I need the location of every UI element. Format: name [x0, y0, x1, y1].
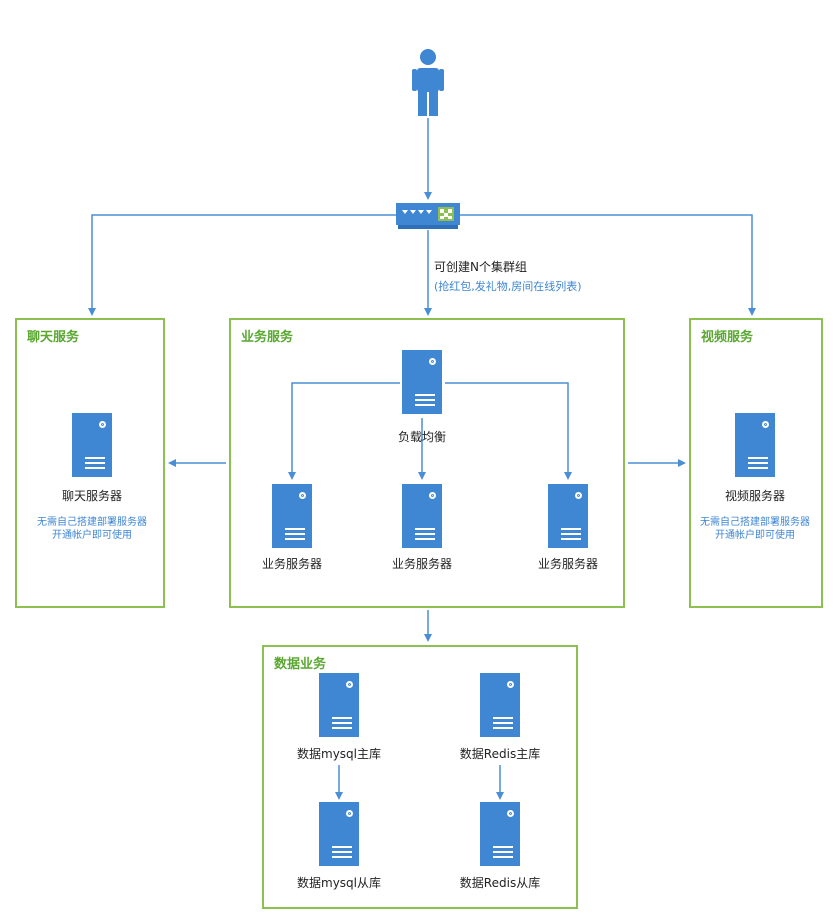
switch-to-chat-arrow: [88, 214, 396, 316]
video-server-label: 视频服务器: [724, 489, 786, 503]
chat-note-line1: 无需自己搭建部署服务器: [37, 517, 147, 528]
business-service-title: 业务服务: [241, 330, 294, 345]
video-service-group: 视频服务: [689, 318, 823, 608]
load-balancer-icon: [402, 350, 442, 414]
business-server-icon: [402, 484, 442, 548]
mysql-master-icon: [319, 673, 359, 737]
business-server-icon: [272, 484, 312, 548]
network-switch-icon: [396, 203, 460, 229]
business-server-icon: [548, 484, 588, 548]
mysql-slave-label: 数据mysql从库: [297, 876, 381, 890]
chat-service-title: 聊天服务: [27, 330, 80, 345]
lb-to-left-server-arrow: [288, 382, 400, 480]
business-server-label: 业务服务器: [391, 557, 453, 571]
mysql-master-label: 数据mysql主库: [297, 747, 381, 761]
redis-slave-label: 数据Redis从库: [459, 876, 541, 890]
user-icon: [412, 49, 444, 116]
chat-server-icon: [72, 413, 112, 477]
video-note-line2: 开通帐户即可使用: [715, 530, 795, 541]
redis-slave-icon: [480, 802, 520, 866]
cluster-note: 可创建N个集群组: [434, 260, 527, 274]
mysql-slave-icon: [319, 802, 359, 866]
data-service-title: 数据业务: [274, 657, 327, 672]
load-balancer-label: 负载均衡: [397, 430, 447, 444]
lb-to-right-server-arrow: [445, 382, 572, 480]
chat-service-group: 聊天服务: [15, 318, 165, 608]
business-server-label: 业务服务器: [537, 557, 599, 571]
business-server-label: 业务服务器: [261, 557, 323, 571]
business-service-group: 业务服务: [229, 318, 625, 608]
chat-server-label: 聊天服务器: [61, 489, 123, 503]
video-server-icon: [735, 413, 775, 477]
video-service-title: 视频服务: [701, 330, 754, 345]
video-note-line1: 无需自己搭建部署服务器: [700, 517, 810, 528]
chat-note-line2: 开通帐户即可使用: [52, 530, 132, 541]
data-service-group: 数据业务: [262, 645, 578, 909]
redis-master-icon: [480, 673, 520, 737]
switch-to-video-arrow: [460, 214, 756, 316]
cluster-note-detail: (抢红包,发礼物,房间在线列表): [434, 280, 582, 293]
redis-master-label: 数据Redis主库: [459, 747, 541, 761]
